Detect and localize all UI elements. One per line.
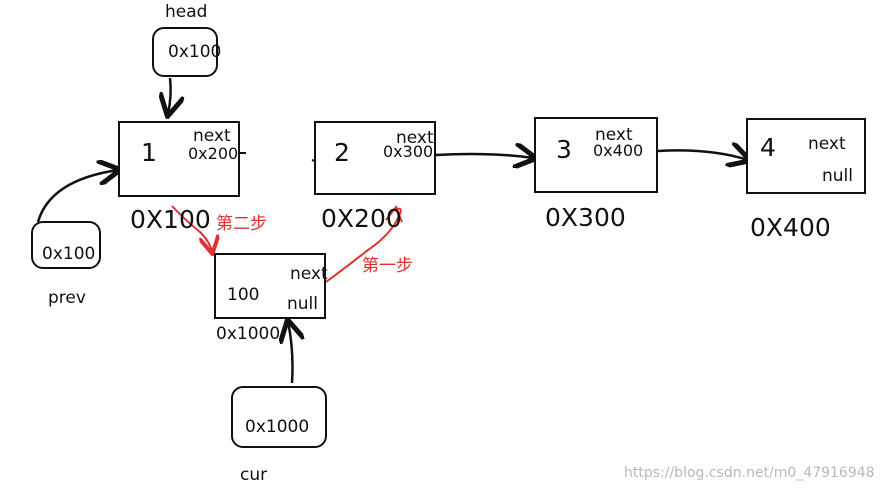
cur-pointer-value: 0x1000 [245, 417, 310, 437]
cur-label: cur [240, 465, 268, 485]
node-4-box [746, 118, 866, 194]
new-node-address: 0x1000 [216, 324, 281, 344]
node-3-box [534, 117, 658, 193]
node-1-address: 0X100 [130, 205, 211, 234]
node-3-address: 0X300 [545, 203, 626, 232]
step1-annotation: 第一步 [362, 256, 413, 276]
head-label: head [165, 2, 208, 22]
step2-arrow [171, 205, 212, 252]
node-2-next-value: 0x300 [383, 144, 434, 160]
watermark: https://blog.csdn.net/m0_47916948 [624, 465, 875, 481]
head-arrow [168, 77, 171, 114]
prev-arrow [36, 170, 118, 223]
node-3-next-value: 0x400 [593, 141, 644, 160]
node-1-next-value: 0x200 [188, 146, 239, 162]
node-2-next-label: next [396, 128, 434, 148]
node-3-next-label: next [595, 125, 633, 145]
step2-annotation: 第二步 [216, 214, 267, 234]
prev-pointer-box [31, 221, 101, 269]
head-pointer-box [152, 27, 218, 77]
node-4-address: 0X400 [750, 213, 831, 242]
node-3-value: 3 [556, 135, 572, 164]
new-node-value: 100 [227, 285, 260, 305]
new-node-next-value: null [287, 294, 318, 314]
node2-to-node3-arrow [435, 154, 534, 158]
new-node-next-label: next [290, 264, 328, 284]
node-1-box [118, 121, 240, 197]
step1-arrowhead [385, 204, 403, 223]
cur-pointer-box [231, 386, 327, 448]
node-2-address: 0X200 [321, 204, 402, 233]
prev-label: prev [48, 288, 86, 308]
prev-pointer-value: 0x100 [42, 244, 96, 264]
new-node-box [214, 253, 326, 319]
node-4-next-label: next [808, 134, 846, 154]
step1-arrow [325, 207, 402, 283]
node3-to-node4-arrow [657, 150, 748, 160]
node-2-value: 2 [334, 138, 350, 167]
head-pointer-value: 0x100 [168, 42, 222, 62]
node1-node2-stub [240, 152, 319, 163]
node-4-next-value: null [822, 166, 853, 186]
node-1-next-label: next [193, 126, 231, 146]
node-2-box [314, 121, 436, 195]
node-1-value: 1 [141, 138, 157, 167]
node-4-value: 4 [760, 133, 776, 162]
cur-arrow [288, 322, 293, 384]
